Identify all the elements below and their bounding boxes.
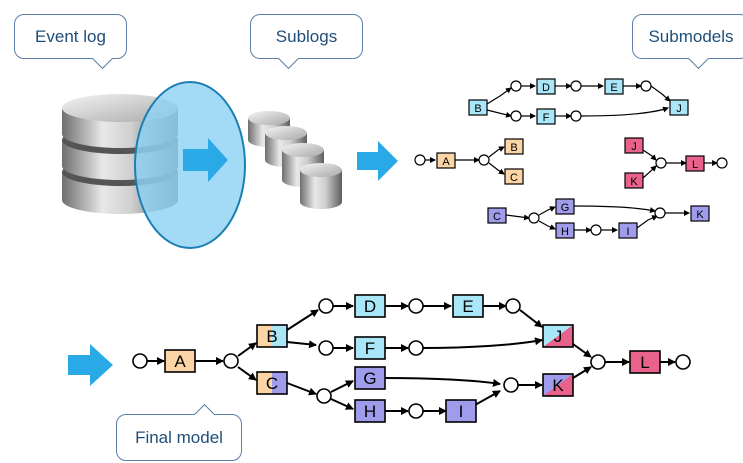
submodel-1-j-label: J [676,103,682,115]
submodel-3-l-label: L [692,159,698,171]
submodel-4-mid-place [590,224,602,236]
submodel-2-start-place [414,154,426,166]
final-model-arcs [147,302,676,415]
final-l-label: L [640,353,649,372]
submodel-3-end-place [716,157,728,169]
final-model-label: Final model [135,427,223,447]
submodel-1-places [510,80,652,122]
sublogs-label: Sublogs [275,26,338,46]
submodel-4-transitions [487,198,710,239]
final-h-label: H [364,402,376,421]
submodel-2-a-label: A [442,156,450,168]
final-g-label: G [363,369,376,388]
final-i-label: I [459,402,464,421]
submodel-4-g-label: G [561,202,570,214]
final-b-label: B [266,327,277,346]
submodel-3-k-label: K [630,176,638,188]
submodel-4 [505,205,690,233]
sublog-databases-icon [248,111,342,209]
event-log-callout: Event log [14,14,127,70]
submodel-4-i-label: I [626,226,629,238]
discover-arrow-icon [357,141,398,181]
submodel-1 [486,83,671,119]
final-model-transitions [164,294,661,423]
event-log-label: Event log [35,26,106,46]
final-j-label: J [554,327,563,346]
submodel-2-split-place [478,154,490,166]
submodel-1-e-label: E [610,82,617,94]
submodel-1-b-label: B [474,103,481,115]
submodel-3-j-label: J [631,141,637,153]
merge-arrow-icon [68,344,113,386]
submodel-3-transitions [624,137,705,189]
submodel-2-c-label: C [510,172,518,184]
final-d-label: D [364,297,376,316]
submodels-callout: Submodels [632,14,743,70]
submodels-label: Submodels [648,26,734,46]
sublogs-callout: Sublogs [250,14,363,70]
final-f-label: F [365,339,375,358]
submodel-2 [425,146,505,175]
submodel-1-f-label: F [543,112,550,124]
final-model-places [132,298,691,419]
submodel-4-h-label: H [561,226,569,238]
submodel-4-c-label: C [493,211,501,223]
split-arrow-icon [183,138,228,182]
submodel-2-b-label: B [510,142,517,154]
submodel-1-transitions [468,78,689,125]
submodel-1-d-label: D [542,82,550,94]
submodel-4-join-place [654,207,666,219]
final-model-callout: Final model [116,403,242,461]
submodel-2-transitions [436,138,524,185]
final-e-label: E [462,297,473,316]
final-k-label: K [552,376,564,395]
submodel-3-join-place [655,157,667,169]
submodel-4-k-label: K [696,209,704,221]
submodel-3 [642,149,718,179]
submodel-4-split-place [528,212,540,224]
final-a-label: A [174,352,186,371]
final-c-label: C [266,374,278,393]
